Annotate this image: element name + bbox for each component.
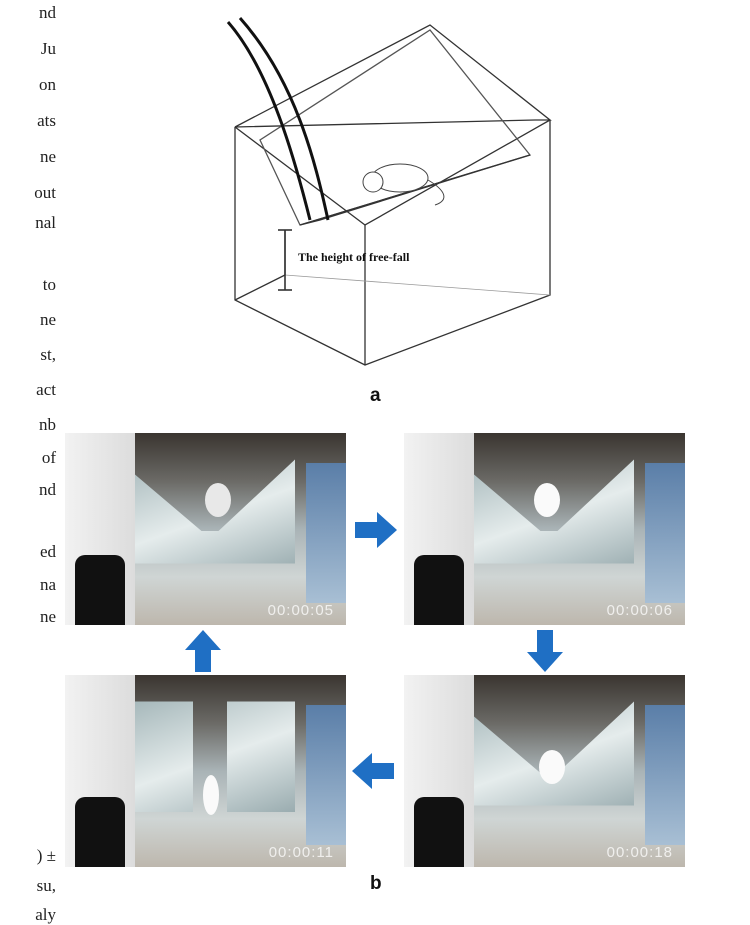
text-fragment: nd: [39, 3, 56, 22]
text-fragment: out: [34, 183, 56, 202]
text-fragment: nb: [39, 415, 56, 434]
photo-frame-3: 00:00:11: [65, 675, 346, 867]
arrow-up-icon: [185, 630, 221, 672]
text-fragment: st,: [40, 345, 56, 364]
panel-b-label: b: [370, 873, 382, 894]
arrow-right-icon: [355, 512, 397, 548]
timestamp: 00:00:05: [267, 602, 334, 619]
panel-a-label: a: [370, 385, 381, 406]
timestamp: 00:00:06: [606, 602, 673, 619]
text-fragment: ne: [39, 607, 56, 626]
photo-frame-2: 00:00:06: [404, 433, 685, 625]
cable-line: [226, 21, 312, 221]
text-fragment: nal: [35, 213, 56, 232]
arrow-left-icon: [352, 753, 394, 789]
photo-frame-4: 00:00:18: [404, 675, 685, 867]
text-fragment: ne: [39, 147, 56, 166]
text-fragment: on: [39, 75, 56, 94]
cable-line: [238, 17, 330, 221]
text-fragment: aly: [35, 905, 56, 924]
photo-frame-1: 00:00:05: [65, 433, 346, 625]
text-fragment: of: [41, 448, 56, 467]
text-fragment: ) ±: [36, 846, 56, 865]
text-fragment: su,: [36, 876, 56, 895]
text-fragment: act: [36, 380, 56, 399]
timestamp: 00:00:11: [268, 844, 334, 861]
text-fragment: na: [39, 575, 56, 594]
text-fragment: ne: [39, 310, 56, 329]
text-fragment: ats: [37, 111, 56, 130]
text-fragment: to: [42, 275, 56, 294]
text-fragment: nd: [39, 480, 56, 499]
timestamp: 00:00:18: [606, 844, 673, 861]
text-fragment: ed: [39, 542, 56, 561]
free-fall-height-label: The height of free-fall: [298, 250, 410, 264]
rat-illustration: [362, 163, 445, 206]
height-indicator-bracket: [278, 229, 292, 291]
text-fragment: Ju: [40, 39, 56, 58]
apparatus-diagram: [226, 17, 552, 366]
arrow-down-icon: [527, 630, 563, 672]
